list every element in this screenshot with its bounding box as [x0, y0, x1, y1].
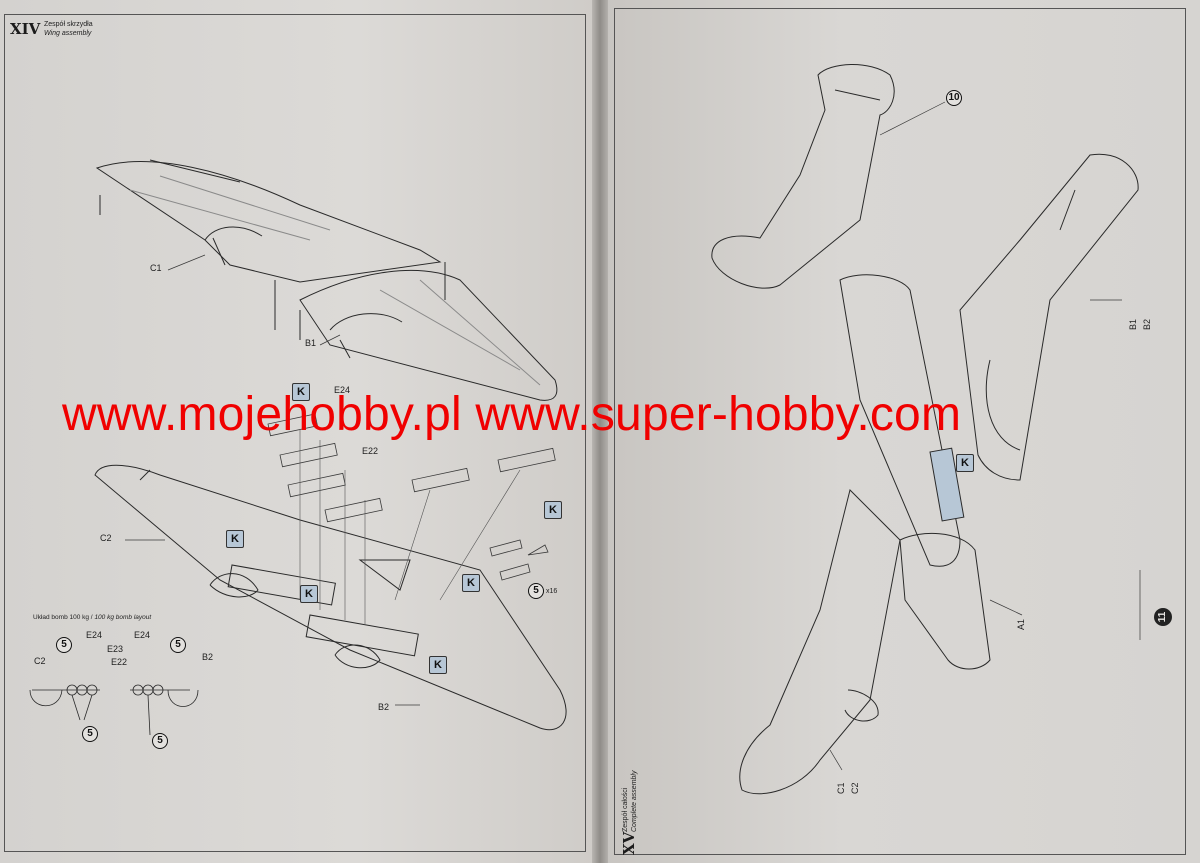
bomb-layout-e24b: E24: [134, 630, 151, 640]
bomb-layout-circle-2: 5: [170, 637, 186, 653]
label-c2-right: C2: [850, 782, 860, 794]
left-page-frame: [4, 14, 586, 852]
leader-lines: [125, 101, 1141, 771]
step-title-xv-en: Complete assembly: [631, 770, 638, 832]
wing-upper-right-drawing: [299, 262, 558, 401]
page-number-badge: 11: [1154, 608, 1172, 626]
bomb-layout-circle-3: 5: [82, 726, 98, 742]
bomb-layout-circle-1: 5: [56, 637, 72, 653]
step-title-pl: Zespół skrzydła: [44, 21, 93, 28]
step-number-xv: XV: [620, 831, 638, 855]
bomb-layout-circle-4: 5: [152, 733, 168, 749]
step-title-xv-pl: Zespół całości: [622, 787, 629, 832]
right-page-frame: [614, 8, 1186, 855]
watermark-text: www.mojehobby.pl www.super-hobby.com: [62, 388, 962, 441]
page-gutter: [592, 0, 608, 863]
bomb-racks-drawing: [267, 413, 556, 625]
label-c1-right: C1: [836, 782, 846, 794]
wing-lower-drawing: [94, 464, 567, 731]
label-c1: C1: [150, 263, 162, 273]
label-c2: C2: [100, 533, 112, 543]
step-title-complete: Zespół całości Complete assembly: [621, 771, 639, 832]
label-b1-right: B1: [1128, 318, 1138, 330]
bomb-layout-title-pl: Układ bomb 100 kg /: [33, 614, 93, 621]
label-b2: B2: [378, 702, 390, 712]
step-title-en: Wing assembly: [44, 30, 92, 37]
k-marker-fuselage: K: [956, 454, 974, 472]
bomb-layout-title-en: 100 kg bomb layout: [94, 614, 152, 621]
label-e24: E24: [334, 385, 351, 395]
circle-number-bombs: 5: [528, 583, 544, 599]
label-b1: B1: [305, 338, 317, 348]
k-marker-right-bay: K: [462, 574, 480, 592]
bomb-layout-c2: C2: [34, 656, 46, 666]
label-a1: A1: [1016, 618, 1026, 630]
label-b2-right: B2: [1142, 318, 1152, 330]
bomb-layout-e22: E22: [111, 657, 128, 667]
step-number-xiv: XIV: [10, 20, 41, 38]
k-marker-left-rack: K: [300, 585, 318, 603]
bomb-layout-e24a: E24: [86, 630, 103, 640]
step-title-wing: Zespół skrzydła Wing assembly: [44, 20, 93, 38]
k-marker-right-rack: K: [544, 501, 562, 519]
k-marker-racks: K: [292, 383, 310, 401]
bomb-layout-drawing: [29, 684, 199, 736]
aircraft-assembly-drawing: [711, 64, 1139, 795]
bomb-layout-b2: B2: [202, 652, 214, 662]
bomb-layout-title: Układ bomb 100 kg / 100 kg bomb layout: [33, 614, 151, 621]
multiplier-x16: x16: [546, 588, 558, 595]
bomb-layout-e23: E23: [107, 644, 124, 654]
callout-number-10: 10: [946, 90, 962, 106]
left-page: [0, 0, 596, 863]
k-marker-lower-bay: K: [429, 656, 447, 674]
label-e22: E22: [362, 446, 379, 456]
k-marker-left-bay: K: [226, 530, 244, 548]
wing-upper-left-drawing: [95, 159, 442, 330]
right-page: [604, 0, 1200, 863]
